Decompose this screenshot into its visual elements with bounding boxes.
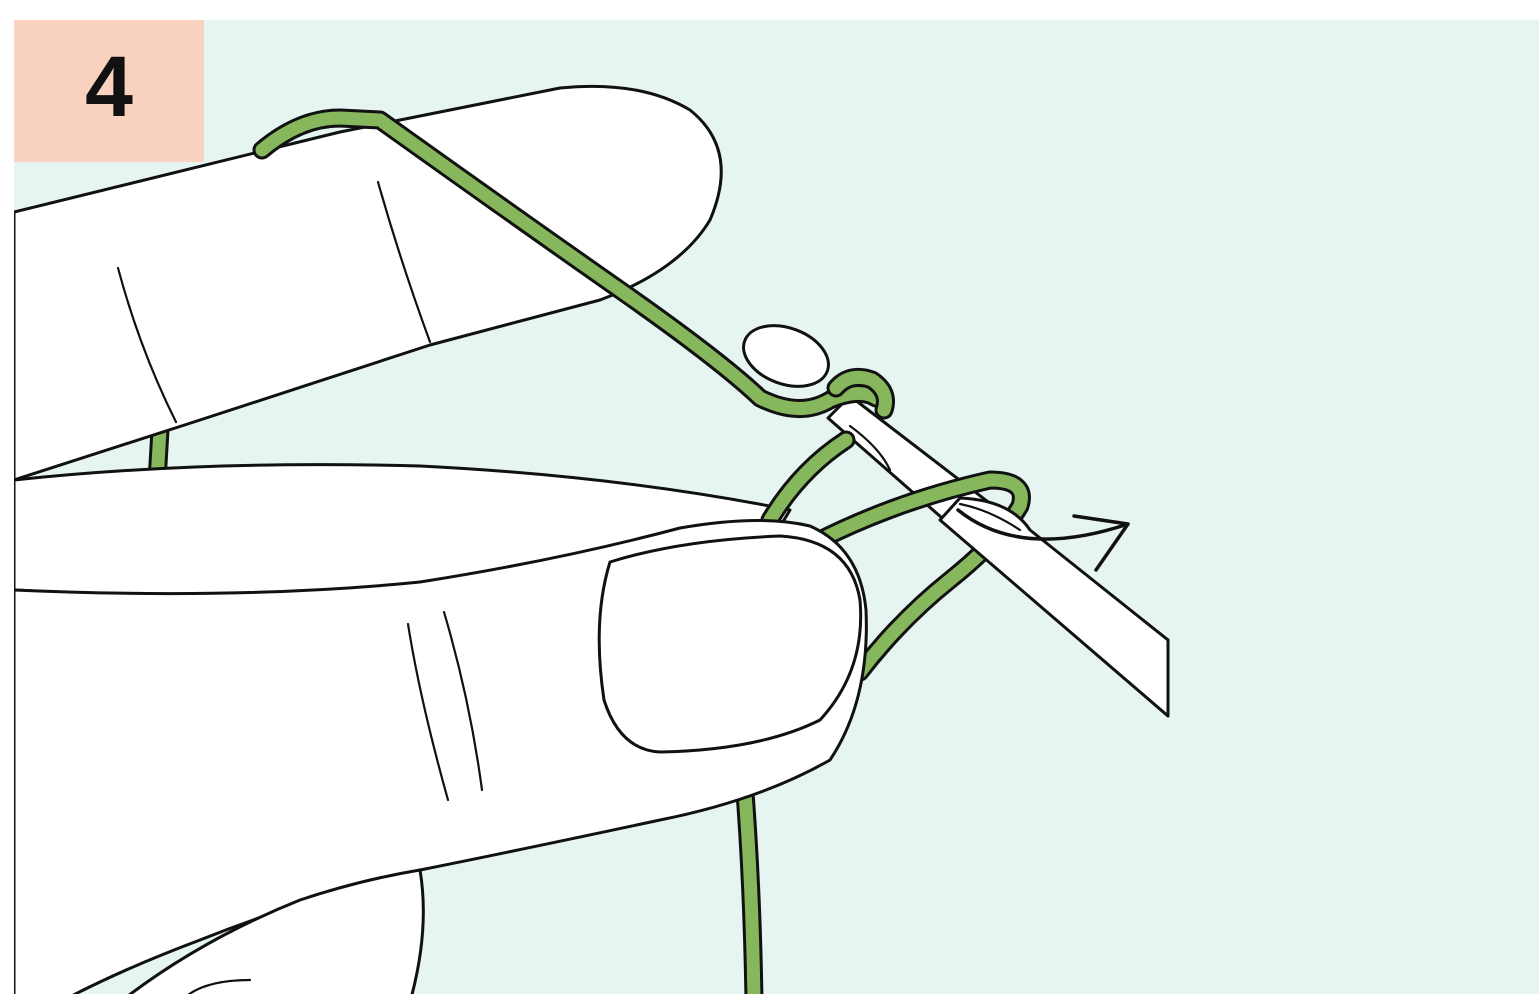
step-badge: 4 [14, 20, 204, 162]
step-number: 4 [85, 44, 133, 130]
